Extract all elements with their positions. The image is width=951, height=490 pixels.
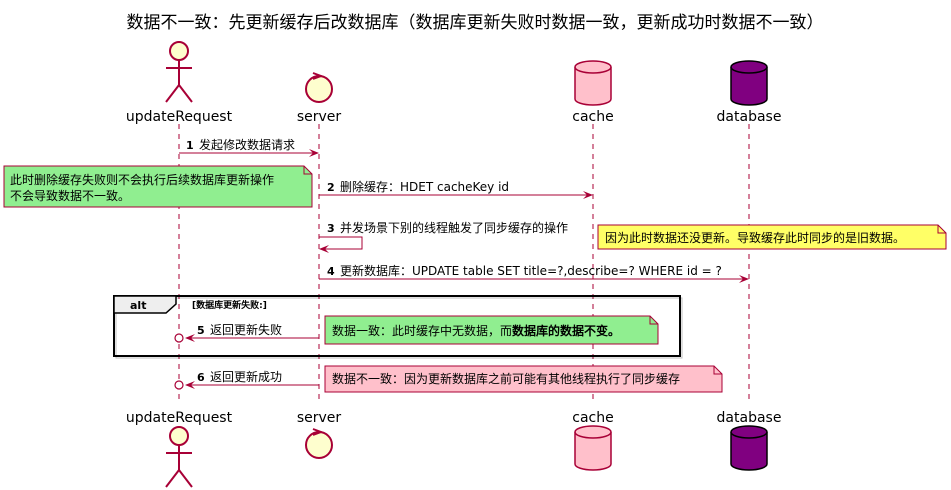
message-2: 2 删除缓存：HDET cacheKey id	[319, 179, 593, 199]
message-1: 1 发起修改数据请求	[179, 137, 319, 157]
note-line: 因为此时数据还没更新。导致缓存此时同步的是旧数据。	[605, 230, 905, 245]
message-4: 4 更新数据库：UPDATE table SET title=?,describ…	[319, 263, 749, 283]
participant-label: server	[297, 410, 342, 426]
control-server-top: server	[297, 72, 342, 125]
note-delete-failure: 此时删除缓存失败则不会执行后续数据库更新操作 不会导致数据不一致。	[3, 165, 313, 208]
message-number: 6	[197, 371, 205, 384]
note-line: 此时删除缓存失败则不会执行后续数据库更新操作	[10, 172, 274, 187]
note-line: 数据不一致：因为更新数据库之前可能有其他线程执行了同步缓存	[332, 371, 680, 386]
database-icon	[574, 425, 612, 471]
note-line: 不会导致数据不一致。	[10, 188, 130, 203]
diagram-title: 数据不一致：先更新缓存后改数据库（数据库更新失败时数据一致，更新成功时数据不一致…	[127, 13, 824, 33]
note-text-bold: 数据库的数据不变。	[512, 323, 620, 338]
message-number: 4	[327, 265, 335, 278]
participant-label: database	[717, 109, 782, 125]
note-inconsistent: 数据不一致：因为更新数据库之前可能有其他线程执行了同步缓存	[324, 365, 723, 393]
message-number: 3	[327, 222, 335, 235]
participant-label: cache	[572, 109, 613, 125]
note-stale-sync: 因为此时数据还没更新。导致缓存此时同步的是旧数据。	[597, 224, 947, 250]
participant-label: updateRequest	[126, 410, 233, 426]
database-database-bottom: database	[717, 410, 782, 471]
actor-icon	[165, 41, 193, 103]
database-cache-bottom: cache	[572, 410, 614, 471]
database-icon	[574, 60, 612, 106]
alt-condition: [数据库更新失败:]	[192, 299, 267, 311]
participant-label: cache	[572, 410, 613, 426]
message-label: 更新数据库：UPDATE table SET title=?,describe=…	[340, 263, 722, 278]
control-server-bottom: server	[297, 410, 342, 459]
participant-label: server	[297, 109, 342, 125]
actor-update-request-top: updateRequest	[126, 41, 233, 125]
database-database-top: database	[717, 60, 782, 125]
actor-icon	[165, 426, 193, 488]
message-label: 返回更新失败	[210, 322, 282, 337]
message-label: 删除缓存：HDET cacheKey id	[340, 179, 509, 194]
control-icon	[305, 72, 333, 103]
message-label: 发起修改数据请求	[199, 137, 295, 152]
message-3: 3 并发场景下别的线程触发了同步缓存的操作	[319, 220, 568, 253]
message-5: 5 返回更新失败	[174, 322, 319, 343]
database-icon	[730, 425, 768, 471]
database-cache-top: cache	[572, 60, 614, 125]
participant-label: database	[717, 410, 782, 426]
svg-text:数据一致：此时缓存中无数据，而数据库的数据不变。: 数据一致：此时缓存中无数据，而数据库的数据不变。	[332, 323, 620, 338]
message-number: 2	[327, 181, 335, 194]
message-6: 6 返回更新成功	[174, 369, 319, 390]
control-icon	[305, 428, 333, 459]
database-icon	[730, 60, 768, 106]
message-label: 返回更新成功	[210, 369, 282, 384]
participant-label: updateRequest	[126, 109, 233, 125]
alt-fragment: alt [数据库更新失败:]	[113, 295, 683, 359]
actor-update-request-bottom: updateRequest	[126, 410, 233, 488]
message-label: 并发场景下别的线程触发了同步缓存的操作	[340, 220, 568, 235]
note-text: 数据一致：此时缓存中无数据，而	[332, 323, 512, 338]
message-number: 1	[186, 139, 194, 152]
note-consistent: 数据一致：此时缓存中无数据，而数据库的数据不变。	[324, 315, 659, 345]
message-number: 5	[197, 324, 205, 337]
alt-label: alt	[130, 299, 146, 312]
